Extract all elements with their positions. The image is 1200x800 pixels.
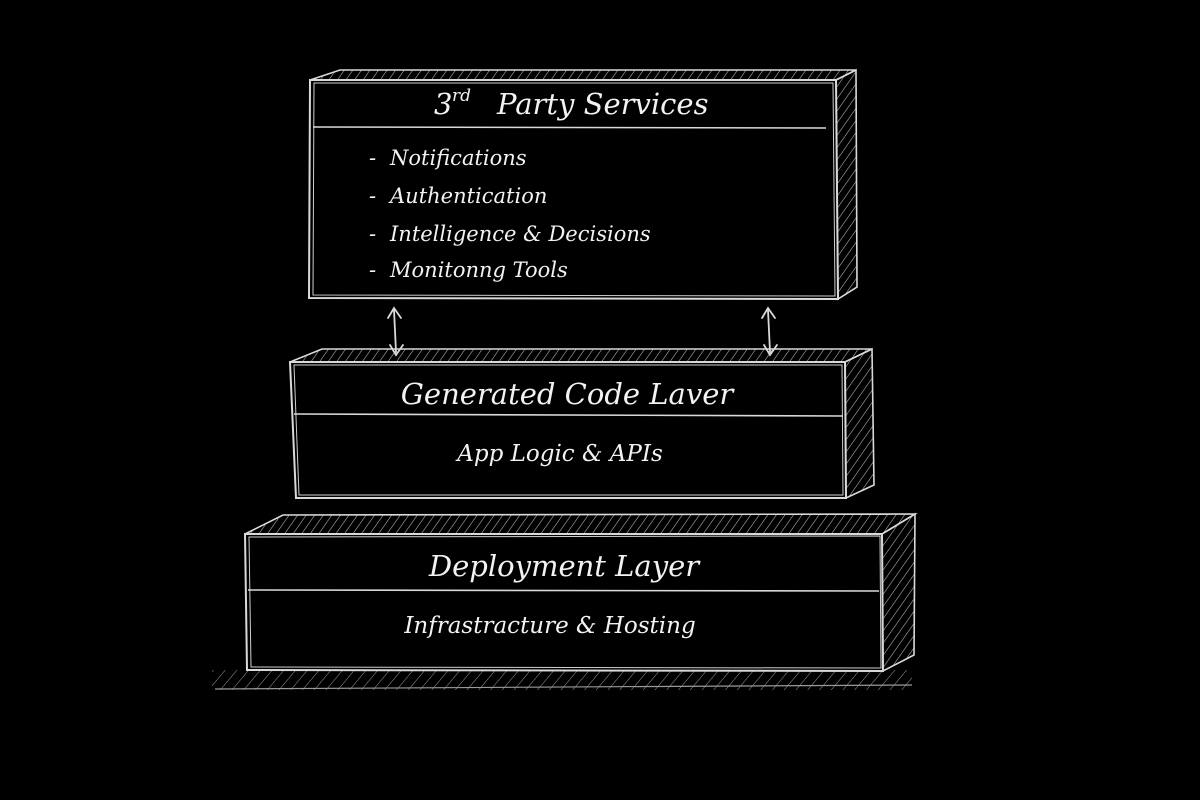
ground-hatching — [212, 670, 913, 690]
list-item-label: Monitonng Tools — [389, 258, 568, 282]
bullet-dash: - — [369, 222, 376, 246]
connector-arrow-left — [387, 306, 404, 357]
bullet-dash: - — [369, 184, 376, 208]
bullet-dash: - — [369, 146, 376, 170]
third-party-services-block — [307, 68, 858, 301]
third-party-list: - Notifications - Authentication - Intel… — [369, 146, 651, 283]
third-party-title-text: Party Services — [496, 87, 708, 121]
deployment-layer-block — [243, 512, 918, 673]
third-party-title: 3 rd Party Services — [434, 86, 709, 122]
generated-code-layer-block — [288, 347, 875, 500]
generated-code-title: Generated Code Laver — [401, 377, 736, 411]
list-item: - Authentication — [369, 184, 548, 209]
deployment-body: Infrastracture & Hosting — [403, 613, 695, 639]
third-party-title-number: 3 — [434, 87, 452, 121]
list-item: - Intelligence & Decisions — [369, 222, 651, 247]
list-item-label: Notifications — [389, 146, 527, 170]
deployment-title: Deployment Layer — [428, 549, 701, 583]
connector-arrow-right — [761, 306, 778, 357]
third-party-title-superscript: rd — [452, 86, 471, 106]
list-item-label: Intelligence & Decisions — [389, 222, 651, 246]
list-item-label: Authentication — [388, 184, 547, 208]
list-item: - Monitonng Tools — [369, 258, 569, 283]
generated-code-body: App Logic & APIs — [455, 441, 663, 467]
list-item: - Notifications — [369, 146, 527, 171]
bullet-dash: - — [369, 258, 376, 282]
